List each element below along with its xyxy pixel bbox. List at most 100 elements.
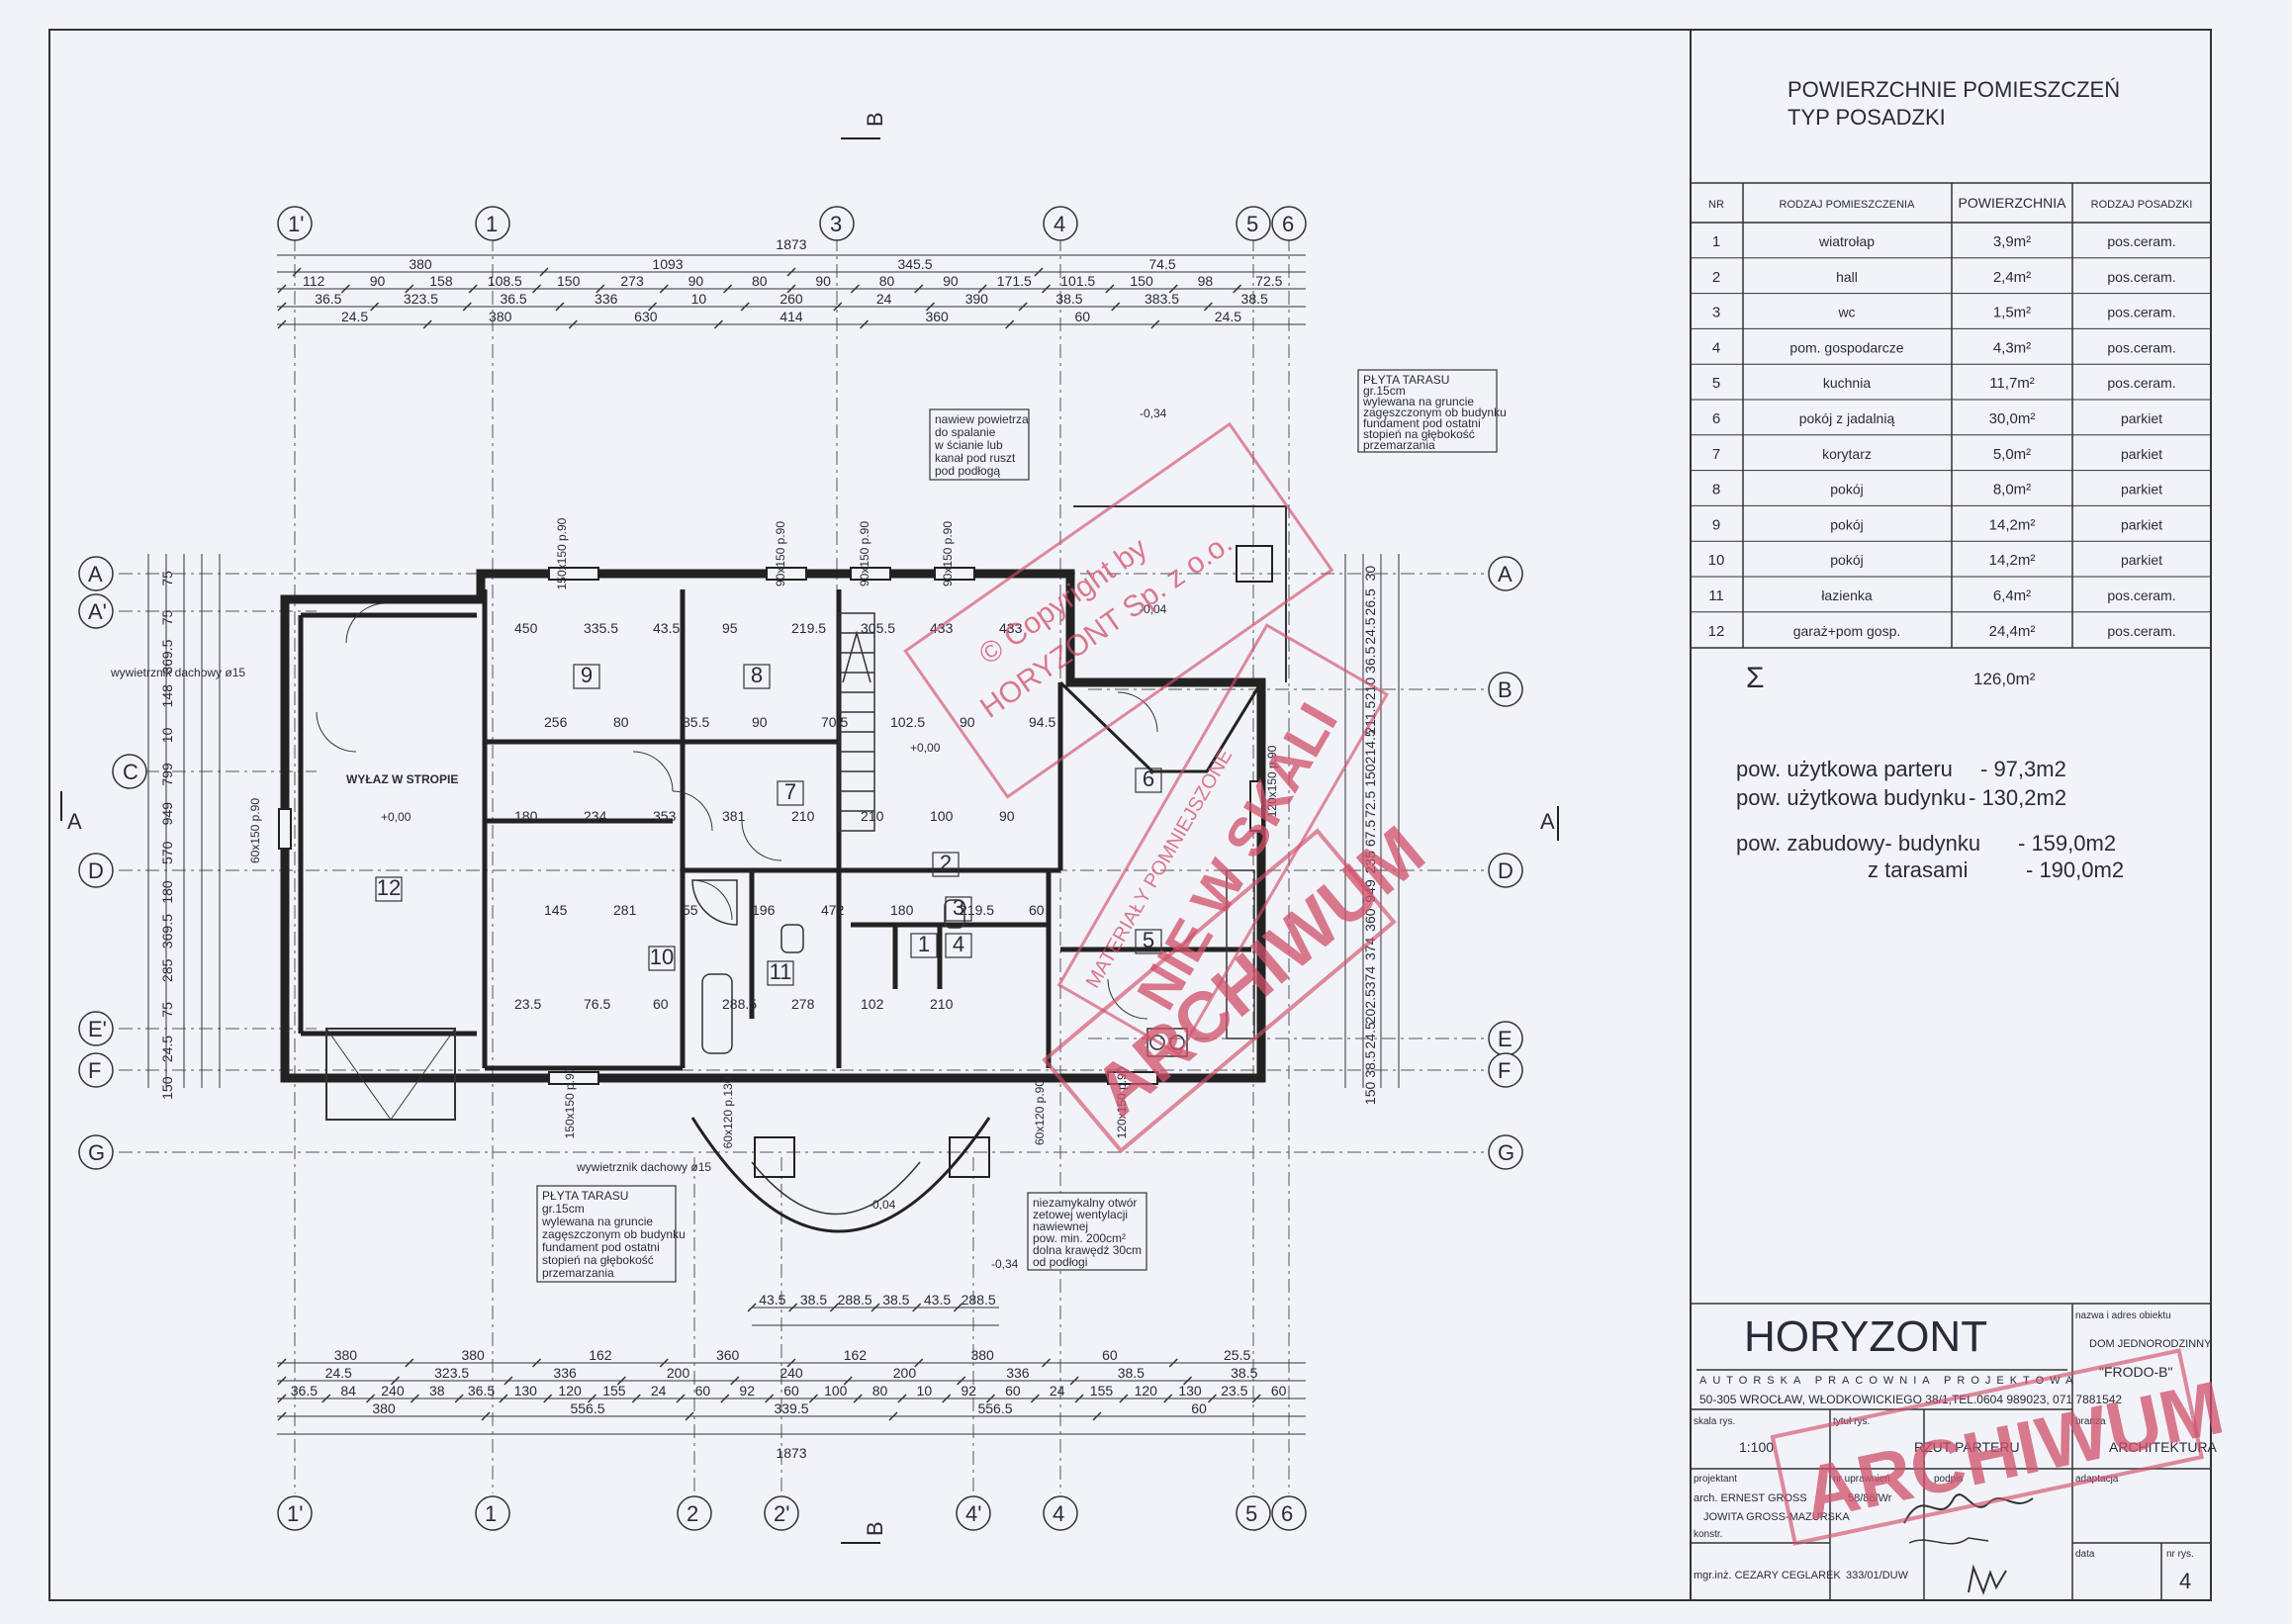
dimension-value: 38 <box>429 1383 445 1398</box>
dimension-tick <box>1251 1394 1261 1403</box>
title-block-grid <box>1690 1303 2212 1601</box>
summary-line3-value: - 159,0m2 <box>2018 831 2116 856</box>
table-header: NR <box>1708 199 1724 211</box>
note-line: od podłogi <box>1033 1255 1087 1269</box>
terrace-column-left <box>754 1136 795 1178</box>
table-cell-area: 5,0m² <box>1993 446 2031 463</box>
note-line: zagęszczonym ob budynku <box>542 1227 686 1241</box>
note-line: kanał pod ruszt <box>935 451 1016 465</box>
dimension-tick <box>277 302 287 312</box>
dimension-tick <box>1018 302 1028 312</box>
interior-dimension: 219.5 <box>791 620 826 636</box>
table-cell-floor: parkiet <box>2121 552 2162 568</box>
dimension-value: 380 <box>409 256 432 272</box>
interior-dimension: 433 <box>930 620 954 636</box>
dimension-value: 556.5 <box>570 1400 604 1416</box>
table-cell-floor: pos.ceram. <box>2107 269 2175 285</box>
dimension-value: 630 <box>634 309 658 324</box>
room-number: 8 <box>751 663 763 687</box>
room-table-subtitle: TYP POSADZKI <box>1788 105 1946 130</box>
dimension-tick <box>1030 1394 1040 1403</box>
dimension-value: 98 <box>1198 273 1214 289</box>
dimension-value: 360 <box>925 309 949 324</box>
dimension-value-vertical: 180 <box>159 880 175 904</box>
dimension-value: 360 <box>716 1347 740 1363</box>
dimension-value: 60 <box>1191 1400 1207 1416</box>
window-label: 150x150 p.90 <box>563 1066 577 1138</box>
dimension-value: 288.5 <box>962 1292 996 1308</box>
table-cell-floor: parkiet <box>2121 482 2162 497</box>
table-cell-area: 2,4m² <box>1993 269 2031 286</box>
dimension-value: 380 <box>489 309 512 324</box>
window-label: 120x150 p.90 <box>1115 1066 1129 1138</box>
table-cell-name: pokój z jadalnią <box>1799 410 1895 426</box>
dimension-tick <box>499 1394 508 1403</box>
note-line: gr.15cm <box>542 1202 585 1216</box>
summary-line1-value: - 97,3m2 <box>1980 757 2066 781</box>
table-cell-name: pom. gospodarcze <box>1789 339 1903 355</box>
dimension-value: 155 <box>602 1383 626 1398</box>
dimension-value: 74.5 <box>1148 256 1175 272</box>
dimension-tick <box>1092 1411 1102 1421</box>
dimension-value: 36.5 <box>500 291 526 307</box>
room-number: 6 <box>1143 767 1154 791</box>
table-cell-name: pokój <box>1830 552 1863 568</box>
section-a-left: A <box>67 809 82 834</box>
constr-name: mgr.inż. CEZARY CEGLAREK <box>1694 1570 1841 1581</box>
axis-left-label: E' <box>88 1017 107 1041</box>
axis-left-label: F <box>88 1058 101 1083</box>
dimension-tick <box>631 1394 641 1403</box>
sheet-frame <box>48 29 2212 1601</box>
dimension-value: 60 <box>1102 1347 1118 1363</box>
interior-dimension: 95 <box>722 620 738 636</box>
note-line: zagęszczonym ob budynku <box>1363 406 1507 419</box>
dimension-value: 92 <box>739 1383 755 1398</box>
signature-3 <box>1968 1564 2007 1595</box>
interior-dimension: 80 <box>613 714 629 730</box>
dimension-value: 556.5 <box>977 1400 1012 1416</box>
dimension-value: 200 <box>667 1365 690 1381</box>
room-number-box <box>1135 767 1162 793</box>
room-number-box <box>1135 929 1162 954</box>
dimension-value: 120 <box>1135 1383 1158 1398</box>
dimension-value: 24 <box>876 291 892 307</box>
dimension-tick <box>833 302 843 312</box>
dimension-value: 92 <box>961 1383 976 1398</box>
window-label: 60x120 p.90 <box>1033 1080 1047 1145</box>
dimension-tick <box>1233 284 1242 294</box>
table-cell-name: hall <box>1836 269 1858 285</box>
dimension-tick <box>422 319 432 329</box>
interior-dimension: 145 <box>544 902 568 918</box>
interior-dimension: 210 <box>861 808 884 824</box>
dimension-value: 171.5 <box>997 273 1032 289</box>
dimension-tick <box>676 1394 686 1403</box>
dimension-tick <box>871 1303 880 1312</box>
window-label: 120x150 p.90 <box>1265 745 1279 817</box>
dimension-tick <box>1074 1394 1084 1403</box>
summary-line3-label: pow. zabudowy- budynku <box>1736 831 1980 856</box>
dimension-tick <box>616 1376 626 1386</box>
dimension-tick <box>1041 1358 1052 1368</box>
dimension-value: 24.5 <box>1215 309 1241 324</box>
interior-dimension: 381 <box>722 808 746 824</box>
sheet-title: RZUT PARTERU <box>1914 1439 2020 1455</box>
dimension-tick <box>596 284 605 294</box>
company-address: 50-305 WROCŁAW, WŁODKOWICKIEGO 38/1,TEL.… <box>1699 1393 2122 1406</box>
exterior-walls <box>280 569 1266 1083</box>
dimension-tick <box>788 1303 798 1312</box>
interior-dimension: 23.5 <box>514 996 541 1012</box>
dimension-value: 60 <box>1005 1383 1021 1398</box>
section-markers <box>60 137 1559 1544</box>
dimension-tick <box>1203 302 1213 312</box>
dimension-value: 38.5 <box>1055 291 1082 307</box>
sign-label: podpis <box>1934 1474 1963 1485</box>
interior-dimension: 180 <box>514 808 538 824</box>
axis-bottom-label: 4 <box>1053 1501 1064 1526</box>
dimension-tick <box>747 1303 757 1312</box>
summary-line2-value: - 130,2m2 <box>1969 785 2066 810</box>
dimension-tick <box>977 284 987 294</box>
